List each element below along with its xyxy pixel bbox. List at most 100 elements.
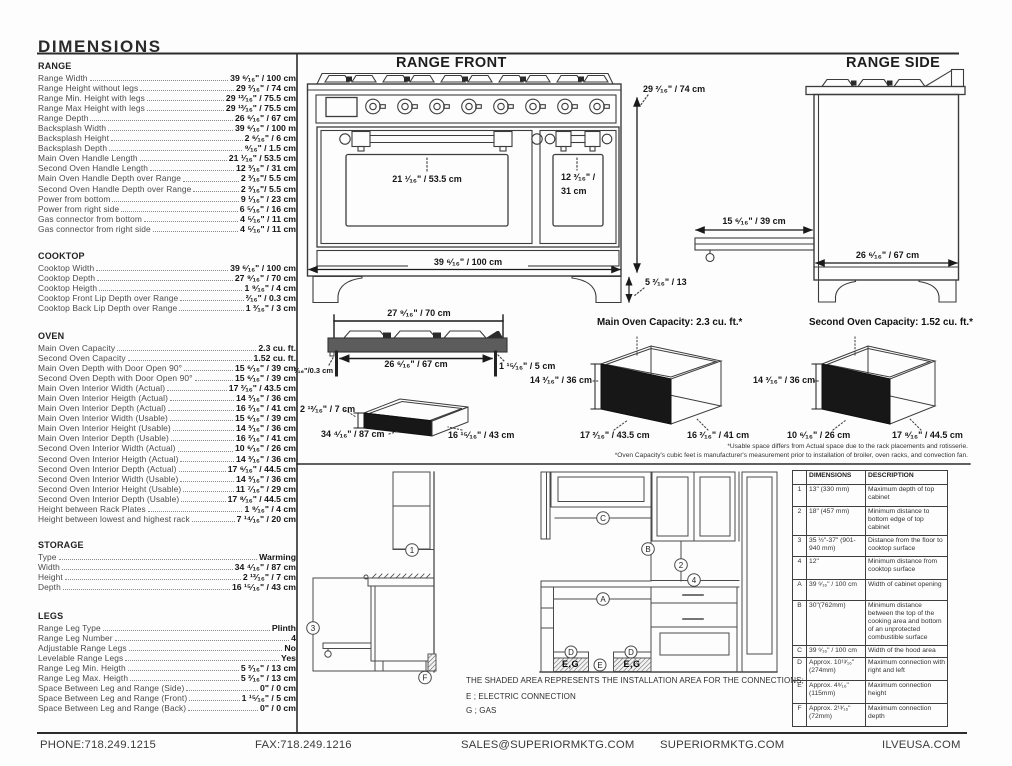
install-dimensions-table: DIMENSIONS DESCRIPTION 1 13" (330 mm) Ma… bbox=[792, 470, 948, 727]
spec-value: ⁹⁄₁₆" / 1.5 cm bbox=[244, 143, 296, 154]
spec-value: 2 ⁶⁄₁₆" / 6 cm bbox=[244, 133, 296, 144]
main-oven-capacity-title: Main Oven Capacity: 2.3 cu. ft.* bbox=[597, 317, 743, 328]
dotted-leader bbox=[191, 521, 235, 523]
second-handle-dim-line1: 12 ³⁄₁₆" / bbox=[561, 172, 596, 182]
spec-value: 15 ⁶⁄₁₆" / 39 cm bbox=[234, 372, 296, 383]
spec-value: 12 ³⁄₁₆" / 31 cm bbox=[236, 163, 296, 174]
spec-label: Range Min. Height with legs bbox=[38, 92, 145, 103]
cooktop-front-lip-dim: ²⁄₁₆"/0.3 cm bbox=[293, 366, 333, 375]
main-oven-capacity-drawing bbox=[590, 336, 723, 431]
dotted-leader bbox=[61, 568, 233, 570]
dotted-leader bbox=[112, 200, 239, 202]
table-row: 2 18" (457 mm) Minimum distance to botto… bbox=[792, 506, 948, 536]
cooktop-profile-drawing bbox=[327, 314, 508, 377]
spec-value: 16 ²⁄₁₆" / 41 cm bbox=[236, 433, 296, 444]
table-cell-ref: C bbox=[792, 645, 807, 658]
spec-value: 2 ³⁄₁₆"/ 5.5 cm bbox=[240, 183, 296, 194]
spec-value: 39 ⁶⁄₁₆" / 100 cm bbox=[230, 262, 296, 273]
storage-drawer-drawing bbox=[344, 398, 469, 437]
spec-value: 26 ⁶⁄₁₆" / 67 cm bbox=[234, 112, 296, 123]
front-width-dim: 39 ⁶⁄₁₆" / 100 cm bbox=[408, 257, 528, 267]
range-front-drawing bbox=[306, 72, 649, 304]
spec-value: 1 ⁹⁄₁₆" / 4 cm bbox=[244, 282, 296, 293]
marker-C: C bbox=[596, 511, 610, 525]
table-row: D Approx. 10¹³⁄₁₆" (274mm) Maximum conne… bbox=[792, 657, 948, 681]
dotted-leader bbox=[64, 578, 241, 580]
marker-A: A bbox=[596, 592, 610, 606]
dotted-leader bbox=[180, 460, 235, 462]
dotted-leader bbox=[117, 349, 257, 351]
spec-value: 6 ⁵⁄₁₆" / 16 cm bbox=[239, 203, 296, 214]
spec-label: Cooktop Back Lip Depth over Range bbox=[38, 302, 178, 313]
footnote-oven-capacity: *Oven Capacity's cubic feet is manufactu… bbox=[614, 452, 968, 459]
spec-value: 10 ⁶⁄₁₆" / 26 cm bbox=[234, 443, 296, 454]
spec-row: Main Oven Interior Height (Usable)14 ³⁄₁… bbox=[38, 423, 296, 433]
dotted-leader bbox=[58, 558, 258, 560]
dotted-leader bbox=[193, 190, 239, 192]
table-row: E Approx. 4⁸⁄₁₆" (115mm) Maximum connect… bbox=[792, 680, 948, 704]
spec-value: 11 ⁷⁄₁₆" / 29 cm bbox=[235, 483, 296, 494]
spec-row: Space Between Leg and Range (Front)1 ¹⁵⁄… bbox=[38, 693, 296, 703]
dotted-leader bbox=[180, 299, 244, 301]
spec-label: Main Oven Interior Depth (Usable) bbox=[38, 433, 169, 444]
spec-label: Main Oven Interior Width (Usable) bbox=[38, 413, 168, 424]
spec-label: Width bbox=[38, 561, 60, 572]
spec-row: Main Oven Depth with Door Open 90°15 ⁶⁄₁… bbox=[38, 363, 296, 373]
spec-row: Main Oven Interior Depth (Actual)16 ²⁄₁₆… bbox=[38, 403, 296, 413]
dotted-leader bbox=[111, 140, 243, 142]
spec-label: Second Oven Handle Length bbox=[38, 163, 149, 174]
table-cell-dimensions: Approx. 10¹³⁄₁₆" (274mm) bbox=[806, 657, 866, 681]
table-cell-description: Maximum connection height bbox=[865, 680, 948, 704]
second-oven-depth-dim: 17 ⁸⁄₁₆" / 44.5 cm bbox=[892, 430, 963, 440]
spec-row: Second Oven Interior Height (Usable)11 ⁷… bbox=[38, 484, 296, 494]
table-cell-ref: F bbox=[792, 703, 807, 727]
main-handle-dim: 21 ¹⁄₁₆" / 53.5 cm bbox=[392, 174, 462, 184]
marker-3: 3 bbox=[306, 621, 320, 635]
spec-value: 2 ³⁄₁₆"/ 5.5 cm bbox=[240, 173, 296, 184]
spec-label: Second Oven Interior Heigth (Actual) bbox=[38, 453, 179, 464]
spec-value: 17 ²⁄₁₆" / 43.5 cm bbox=[228, 382, 296, 393]
table-cell-dimensions: 13" (330 mm) bbox=[806, 484, 866, 507]
table-cell-ref: B bbox=[792, 600, 807, 646]
table-cell-description: Minimum distance between the top of the … bbox=[865, 600, 948, 646]
spec-value: 4 bbox=[291, 632, 296, 643]
spec-label: Range Leg Max. Heigth bbox=[38, 672, 129, 683]
svg-text:F: F bbox=[423, 674, 428, 683]
footer-email[interactable]: SALES@SUPERIORMKTG.COM bbox=[461, 739, 635, 751]
side-door-open-dim: 15 ⁶⁄₁₆" / 39 cm bbox=[722, 216, 786, 226]
dotted-leader bbox=[146, 109, 224, 111]
dotted-leader bbox=[139, 160, 227, 162]
spec-value: 7 ¹⁴⁄₁₆" / 20 cm bbox=[236, 514, 296, 525]
table-row: 3 35 ½"-37" (901-940 mm) Distance from t… bbox=[792, 535, 948, 557]
svg-text:C: C bbox=[600, 514, 606, 523]
spec-label: Second Oven Interior Depth (Actual) bbox=[38, 463, 177, 474]
spec-label: Main Oven Capacity bbox=[38, 342, 116, 353]
note-shaded-area: THE SHADED AREA REPRESENTS THE INSTALLAT… bbox=[466, 676, 804, 685]
spec-row: Main Oven Interior Heigth (Actual)14 ³⁄₁… bbox=[38, 393, 296, 403]
spec-label: Second Oven Interior Depth (Usable) bbox=[38, 493, 180, 504]
spec-section-heading: RANGE bbox=[38, 61, 72, 71]
spec-label: Second Oven Capacity bbox=[38, 352, 126, 363]
svg-text:3: 3 bbox=[311, 624, 316, 633]
footer-site[interactable]: SUPERIORMKTG.COM bbox=[660, 739, 785, 751]
spec-label: Second Oven Depth with Door Open 90° bbox=[38, 372, 193, 383]
spec-value: 2.3 cu. ft. bbox=[258, 342, 296, 353]
footer-brand-site[interactable]: ILVEUSA.COM bbox=[882, 739, 961, 751]
main-oven-depth-dim: 16 ²⁄₁₆" / 41 cm bbox=[687, 430, 750, 440]
spec-label: Power from bottom bbox=[38, 193, 111, 204]
spec-value: 15 ⁶⁄₁₆" / 39 cm bbox=[234, 362, 296, 373]
spec-label: Power from right side bbox=[38, 203, 120, 214]
spec-label: Gas connector from bottom bbox=[38, 213, 142, 224]
install-front-view bbox=[539, 471, 778, 673]
